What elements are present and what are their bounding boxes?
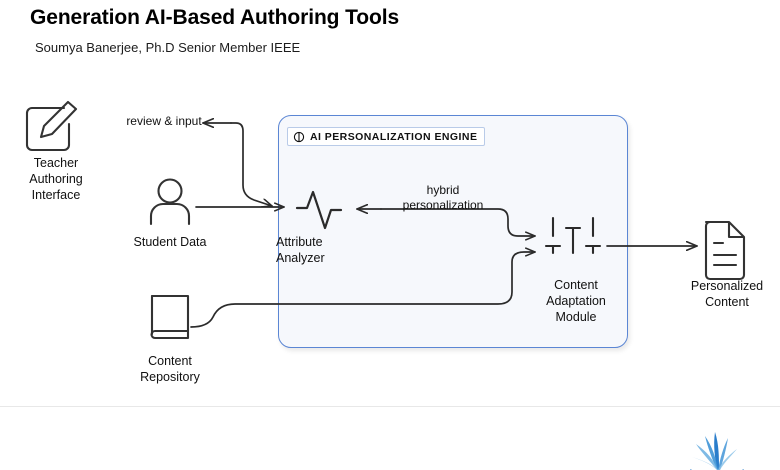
node-label-personalized-content: Personalized Content — [690, 279, 764, 309]
engine-badge: AI PERSONALIZATION ENGINE — [287, 127, 486, 146]
edge-label-hybrid-personalization: hybrid personalization — [402, 183, 484, 212]
node-label-attribute-analyzer: Attribute Analyzer — [276, 235, 325, 265]
book-repository-icon — [150, 294, 190, 340]
ai-personalization-engine-panel — [278, 115, 628, 348]
contrast-circle-icon — [293, 131, 305, 143]
footer-divider — [0, 406, 780, 407]
tune-sliders-icon — [544, 216, 602, 255]
edge-hybrid-personalization — [356, 209, 536, 236]
person-user-icon — [149, 178, 191, 226]
node-label-student-data: Student Data — [133, 235, 207, 249]
engine-badge-label: AI PERSONALIZATION ENGINE — [310, 130, 478, 143]
node-label-content-adaptation-module: Content Adaptation Module — [546, 278, 606, 324]
node-label-teacher-authoring-interface: Teacher Authoring Interface — [29, 156, 83, 202]
edge-review-input — [202, 123, 273, 206]
edge-label-review-input: review & input — [126, 114, 202, 128]
edge-repository-to-module — [190, 252, 536, 328]
pulse-waveform-activity-icon — [295, 190, 343, 230]
pencil-square-edit-icon — [25, 100, 78, 152]
page-subtitle: Soumya Banerjee, Ph.D Senior Member IEEE — [35, 40, 301, 55]
node-label-content-repository: Content Repository — [140, 354, 200, 384]
blue-fan-feather-logo — [690, 432, 744, 470]
document-file-icon — [704, 220, 746, 281]
page-title: Generation AI-Based Authoring Tools — [30, 6, 400, 29]
